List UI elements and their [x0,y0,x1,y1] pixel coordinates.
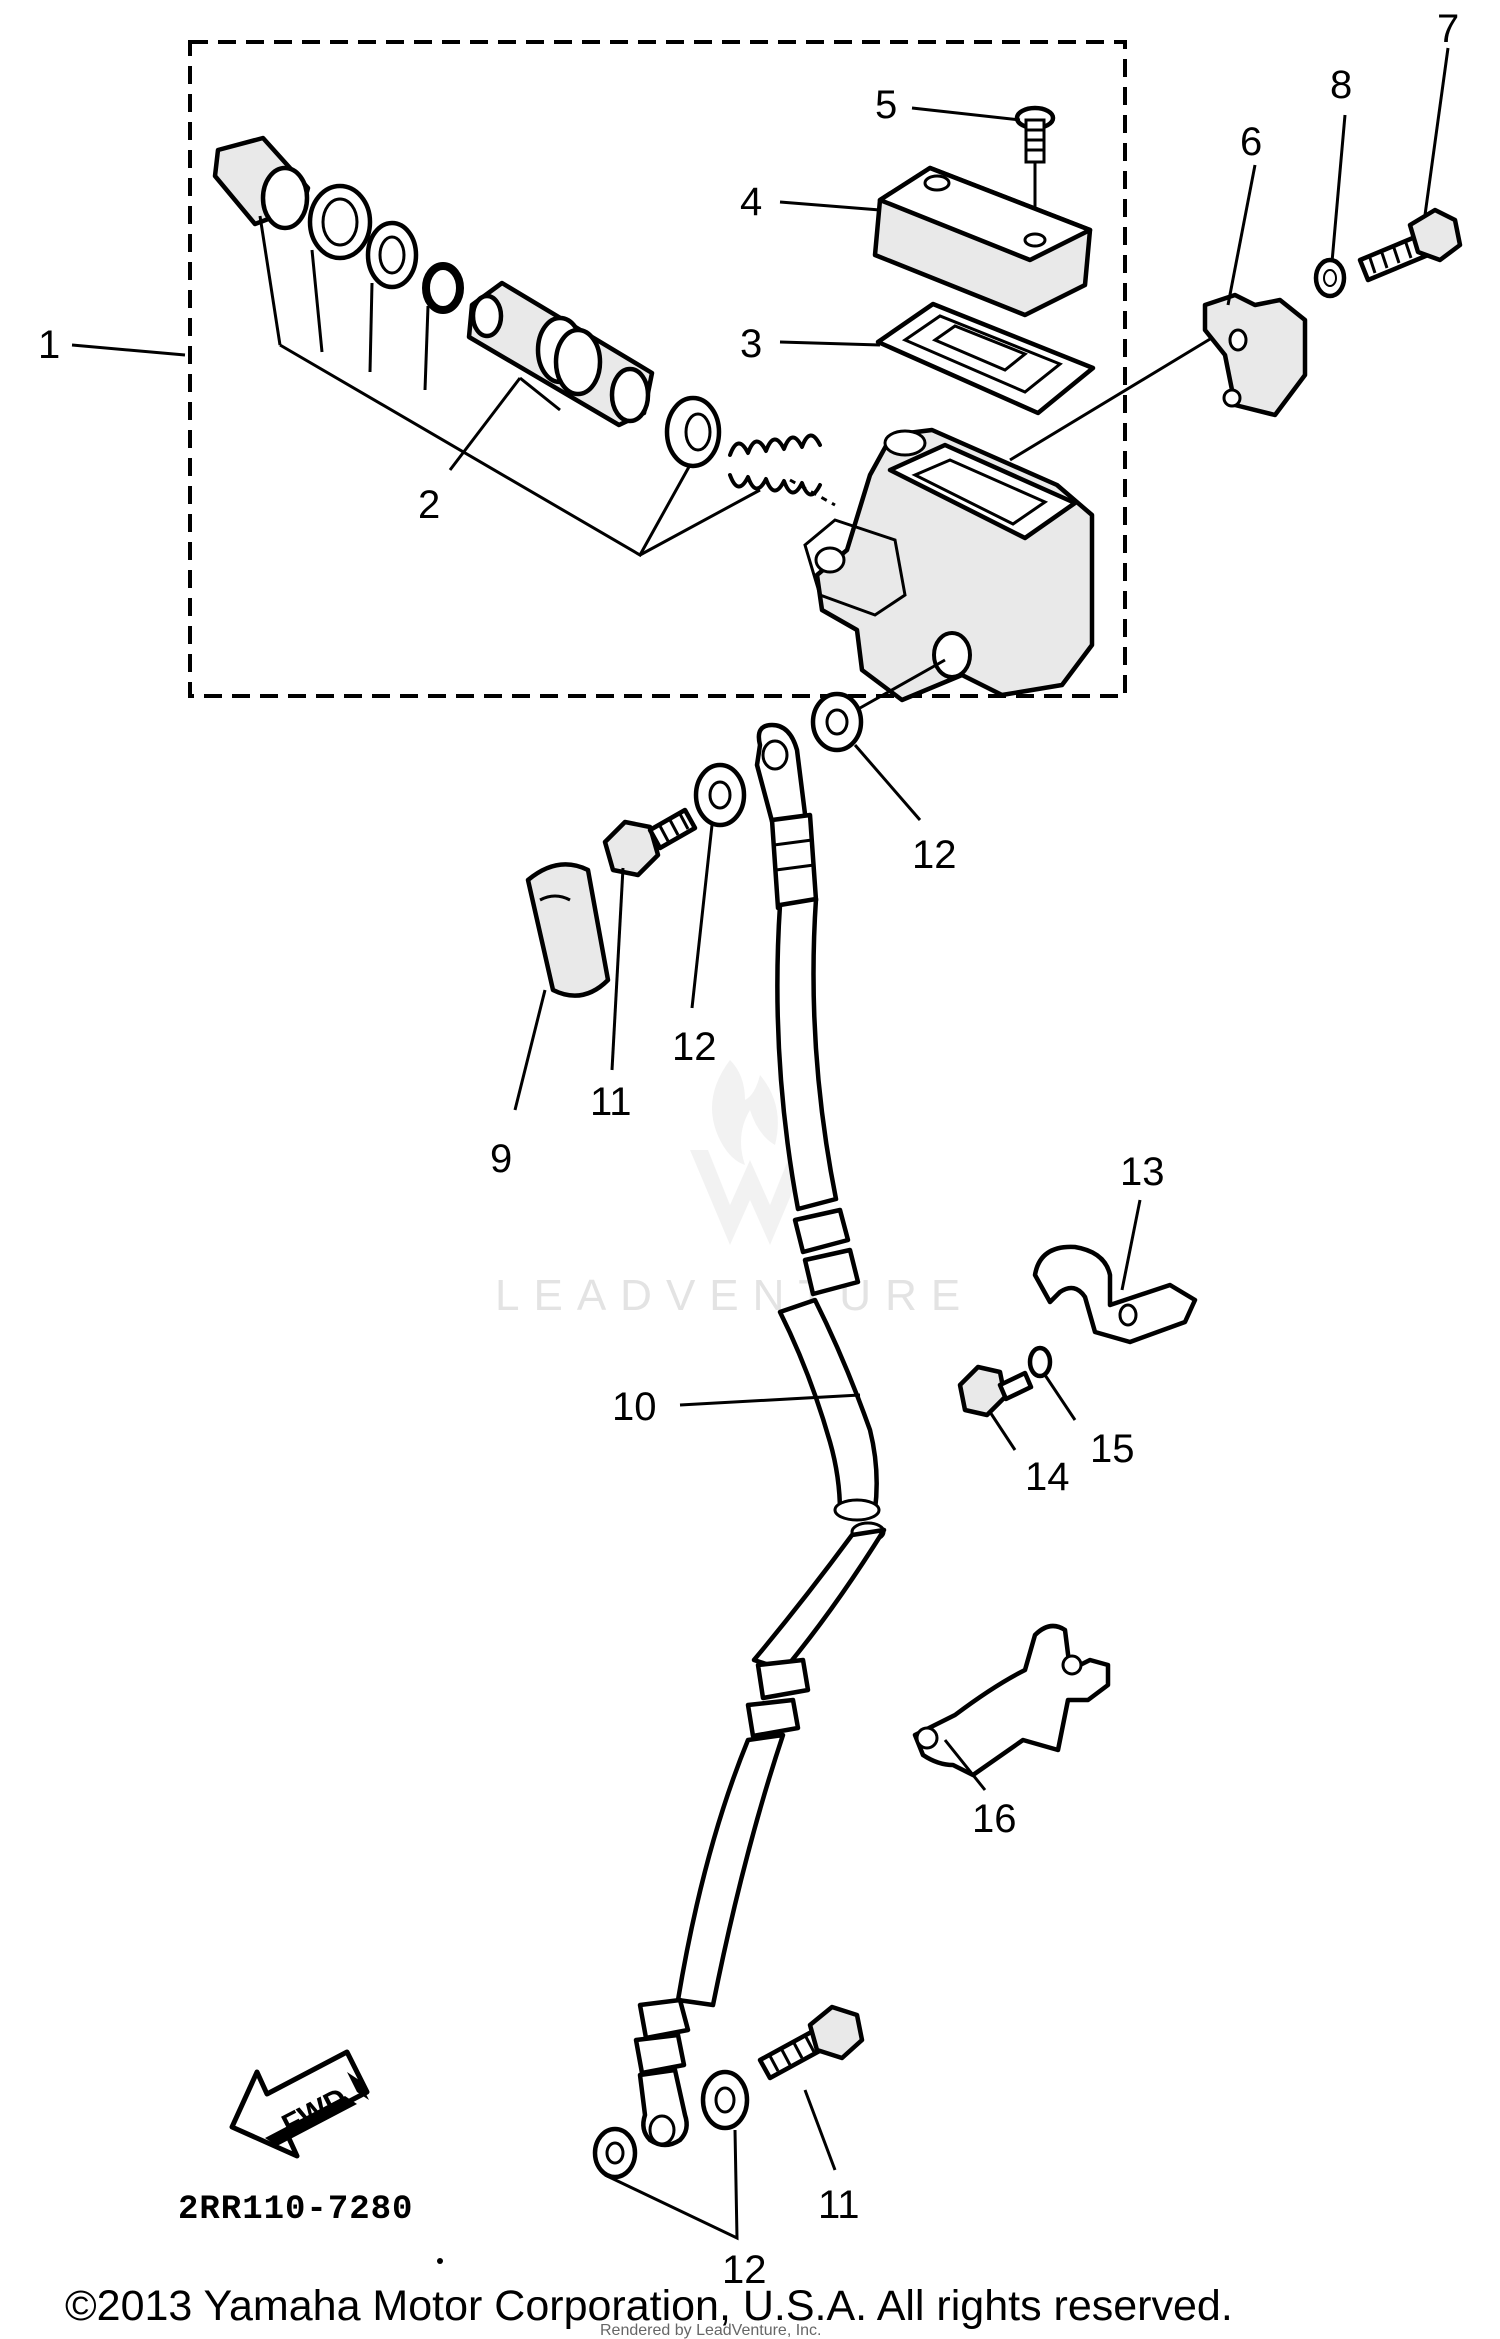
callout-16: 16 [972,1797,1017,1841]
banjo-washer-mid [693,762,747,828]
clamp-bolt [957,1364,1034,1418]
reservoir-cap [872,165,1093,318]
banjo-washer-lower-right [700,2069,750,2131]
washer-leader-upper [859,658,946,710]
washer-ring [365,220,419,290]
callout-6: 6 [1240,120,1262,164]
callout-5: 5 [875,83,897,127]
callout-11-lower: 11 [818,2183,860,2227]
washer-leader-15 [1043,1374,1077,1421]
brake-hose-upper [754,722,881,1522]
bracket-washer [1313,257,1347,299]
banjo-washer-upper [810,691,864,753]
rendered-by-text: Rendered by LeadVenture, Inc. [600,2322,822,2339]
watermark-logo-icon [690,1060,810,1245]
brake-hose-lower [633,1521,887,2148]
hose-clamp [1032,1244,1198,1345]
copyright-text: ©2013 Yamaha Motor Corporation, U.S.A. A… [65,2282,1233,2330]
guide-leader [943,1739,987,1791]
callout-1: 1 [38,323,60,367]
callout-9: 9 [490,1137,512,1181]
callout-10: 10 [612,1385,657,1429]
dot-mark [437,2258,443,2264]
leader-lines-kit [258,215,761,558]
banjo-bolt-lower [757,2004,865,2081]
piston [466,280,655,428]
master-cylinder-body [803,427,1095,703]
clamp-washer [1027,1345,1053,1379]
spring [728,433,822,497]
o-ring [422,262,464,314]
callout-11-upper: 11 [590,1080,632,1124]
callout-12-lower: 12 [722,2248,767,2292]
callout-14: 14 [1025,1455,1070,1499]
holder-bracket [1202,292,1308,418]
callout-15: 15 [1090,1427,1135,1471]
lower-washer-leaders [604,2129,739,2241]
banjo-washer-lower-left [592,2126,638,2180]
piston-boot [212,135,311,231]
spring-leader [789,478,836,507]
callout-13: 13 [1120,1150,1165,1194]
bolt-leader-14 [988,1411,1017,1451]
diagram-code: 2RR110-7280 [178,2191,413,2229]
watermark-text: LEADVENTURE [495,1271,974,1320]
hose-guide [912,1623,1111,1778]
circlip [307,183,373,261]
callout-8: 8 [1330,63,1352,107]
cover-screw [1014,105,1056,164]
diaphragm [875,301,1096,416]
callout-4: 4 [740,180,762,224]
forward-arrow-icon: FWD [229,2049,370,2159]
banjo-bolt-upper [602,807,698,878]
callout-leaders [71,47,1450,2171]
bracket-leader [1009,328,1226,462]
bolt-cap [525,862,611,998]
assembly-box [188,40,1127,698]
callout-2: 2 [418,483,440,527]
cup-seal [664,395,722,469]
callout-7: 7 [1437,7,1459,51]
callout-12-upper: 12 [912,833,957,877]
callout-12-mid: 12 [672,1025,717,1069]
callout-3: 3 [740,322,762,366]
bracket-bolt [1357,207,1463,283]
